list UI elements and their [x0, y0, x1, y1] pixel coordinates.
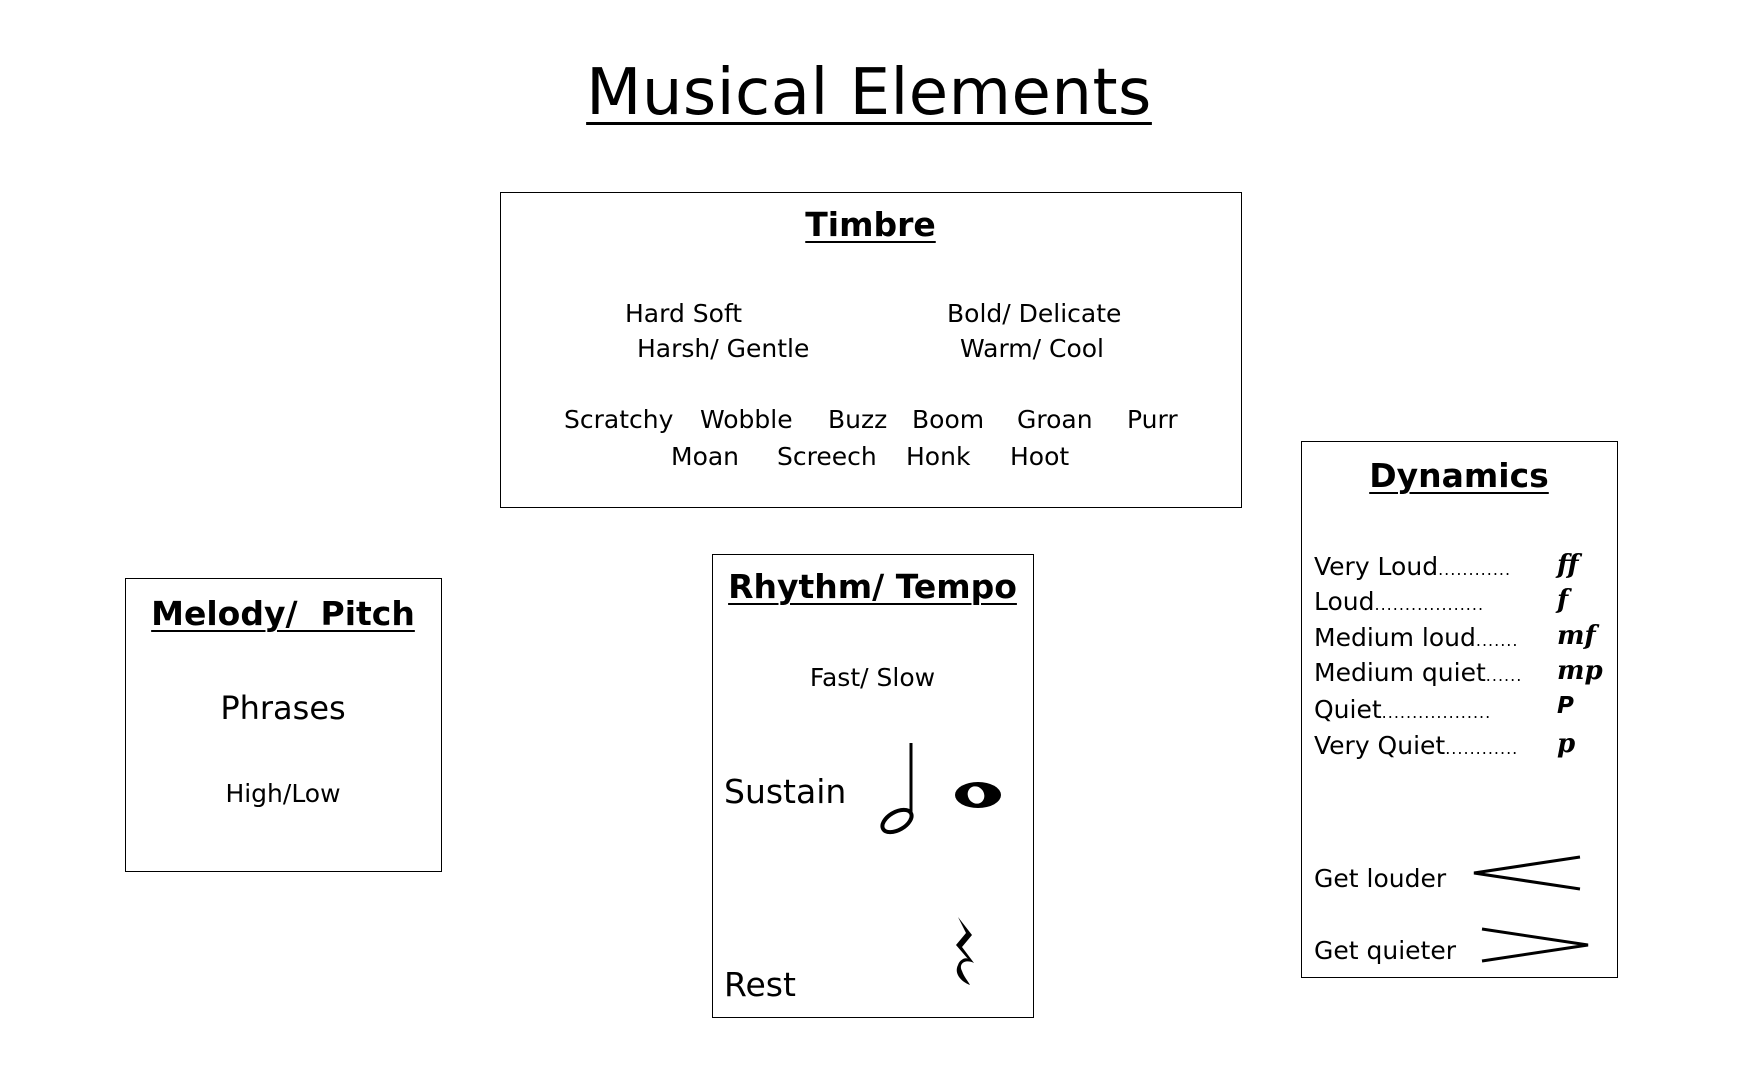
dynamics-row: Medium quiet...... mp	[1314, 656, 1614, 695]
melody-high-low: High/Low	[225, 779, 341, 808]
timbre-pair-harsh-gentle: Harsh/ Gentle	[637, 334, 810, 363]
quarter-rest-icon	[956, 917, 974, 985]
dynamics-row-label: Loud	[1314, 587, 1375, 616]
dynamics-box: Dynamics Very Loud............ ff Loud..…	[1301, 441, 1618, 978]
half-note-icon	[880, 743, 914, 835]
dynamics-list: Very Loud............ ff Loud...........…	[1314, 550, 1614, 767]
dynamics-row-label: Quiet	[1314, 695, 1382, 724]
dynamics-row: Very Loud............ ff	[1314, 550, 1614, 587]
page-title: Musical Elements	[586, 56, 1152, 130]
dynamics-row-label: Medium loud	[1314, 623, 1476, 652]
dynamics-row-symbol: p	[1557, 729, 1576, 759]
decrescendo-icon	[1481, 927, 1589, 963]
dynamics-get-louder: Get louder	[1314, 864, 1447, 893]
dynamics-row-label: Medium quiet	[1314, 658, 1486, 687]
dynamics-row-label: Very Quiet	[1314, 731, 1446, 760]
dynamics-row-dots: .......	[1475, 631, 1519, 650]
rhythm-rest: Rest	[724, 965, 796, 1004]
dynamics-row: Medium loud....... mf	[1314, 621, 1614, 658]
timbre-sound-honk: Honk	[906, 442, 971, 471]
dynamics-row: Quiet.................. P	[1314, 693, 1614, 731]
melody-box: Melody/ Pitch Phrases High/Low	[125, 578, 442, 872]
dynamics-row-dots: ............	[1445, 739, 1519, 758]
dynamics-row-dots: ......	[1485, 666, 1523, 685]
rhythm-box: Rhythm/ Tempo Fast/ Slow Sustain Rest	[712, 554, 1034, 1018]
dynamics-get-quieter: Get quieter	[1314, 936, 1457, 965]
timbre-box: Timbre Hard Soft Harsh/ Gentle Bold/ Del…	[500, 192, 1242, 508]
timbre-sound-wobble: Wobble	[700, 405, 793, 434]
dynamics-row-symbol: ff	[1557, 550, 1579, 580]
dynamics-row-dots: ............	[1438, 560, 1512, 579]
dynamics-row-symbol: P	[1557, 693, 1574, 719]
timbre-sound-scratchy: Scratchy	[564, 405, 674, 434]
dynamics-title: Dynamics	[1369, 456, 1549, 495]
dynamics-row-label: Very Loud	[1314, 552, 1439, 581]
timbre-sound-hoot: Hoot	[1010, 442, 1070, 471]
dynamics-row-dots: ..................	[1374, 595, 1485, 614]
rhythm-sustain: Sustain	[724, 772, 847, 811]
timbre-sound-moan: Moan	[671, 442, 740, 471]
timbre-sound-buzz: Buzz	[828, 405, 888, 434]
timbre-title: Timbre	[805, 205, 936, 244]
melody-title: Melody/ Pitch	[151, 594, 415, 633]
dynamics-row: Loud.................. f	[1314, 585, 1614, 623]
timbre-sound-groan: Groan	[1017, 405, 1093, 434]
whole-note-icon	[955, 782, 1001, 808]
dynamics-row-symbol: mp	[1557, 656, 1603, 686]
timbre-sound-purr: Purr	[1127, 405, 1178, 434]
rhythm-title: Rhythm/ Tempo	[728, 567, 1017, 606]
rhythm-fast-slow: Fast/ Slow	[809, 663, 936, 692]
crescendo-icon	[1473, 855, 1581, 891]
dynamics-row-dots: ..................	[1381, 703, 1492, 722]
timbre-pair-warm-cool: Warm/ Cool	[960, 334, 1104, 363]
timbre-sound-boom: Boom	[912, 405, 985, 434]
dynamics-row-symbol: f	[1557, 585, 1569, 615]
timbre-pair-bold-delicate: Bold/ Delicate	[947, 299, 1122, 328]
timbre-sound-screech: Screech	[777, 442, 877, 471]
dynamics-row: Very Quiet............ p	[1314, 729, 1614, 767]
dynamics-row-symbol: mf	[1557, 621, 1596, 651]
timbre-pair-hard-soft: Hard Soft	[625, 299, 743, 328]
melody-phrases: Phrases	[220, 689, 346, 727]
